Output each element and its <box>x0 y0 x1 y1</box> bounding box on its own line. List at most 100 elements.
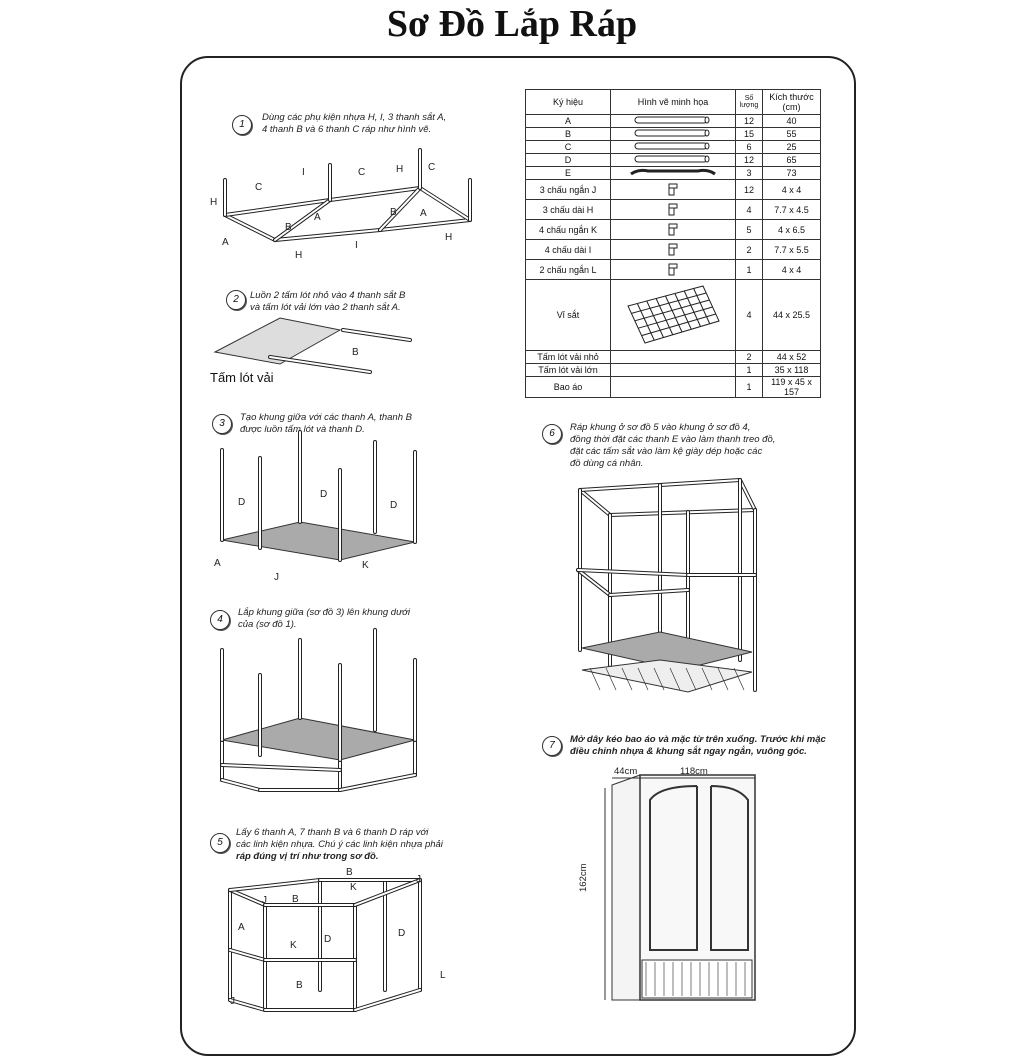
rod <box>579 489 611 516</box>
part-label: A <box>314 212 321 223</box>
rod <box>342 329 411 341</box>
part-label: J <box>416 874 421 885</box>
part-label: A <box>222 237 229 248</box>
wire-grid-line <box>685 667 697 691</box>
part-label: C <box>358 167 365 178</box>
step-2-line: và tấm lót vải lớn vào 2 thanh sắt A. <box>250 302 401 313</box>
step-5-number: 5 <box>210 833 230 853</box>
step-4-line: của (sơ đồ 1). <box>238 619 297 630</box>
step-3-text: Tạo khung giữa với các thanh A, thanh B … <box>240 412 412 436</box>
step-4-text: Lắp khung giữa (sơ đồ 3) lên khung dưới … <box>238 607 410 631</box>
wire-grid-line <box>701 667 713 691</box>
part-label: H <box>295 250 302 261</box>
wire-grid-icon <box>610 279 736 351</box>
part-label: B <box>346 867 353 878</box>
step-4-number: 4 <box>210 610 230 630</box>
part-label: A <box>214 558 221 569</box>
step-6-number: 6 <box>542 424 562 444</box>
rod <box>577 569 689 576</box>
rod-icon <box>610 114 736 128</box>
wire-grid-line <box>669 667 681 691</box>
step-2-text: Luồn 2 tấm lót nhỏ vào 4 thanh sắt B và … <box>250 290 405 314</box>
rod <box>224 214 276 241</box>
parts-table: Ký hiệu Hình vẽ minh họa Số lượng Kích t… <box>525 89 821 398</box>
step-7-line: điều chỉnh nhựa & khung sắt ngay ngắn, v… <box>570 746 807 757</box>
zipper-left <box>649 785 698 951</box>
part-label: A <box>238 922 245 933</box>
step-5-line: Lấy 6 thanh A, 7 thanh B và 6 thanh D rá… <box>236 827 429 838</box>
part-label: D <box>390 500 397 511</box>
part-label: B <box>390 207 397 218</box>
part-label: K <box>350 882 357 893</box>
fabric-shelf <box>221 717 416 761</box>
zipper-right <box>710 785 749 951</box>
part-label: C <box>428 162 435 173</box>
fabric-shelf <box>221 521 416 561</box>
part-label: H <box>396 164 403 175</box>
rod <box>609 509 756 516</box>
bottom-shelf <box>641 959 753 999</box>
rod <box>329 187 421 201</box>
fabric-sheet <box>213 317 342 365</box>
step-6-line: đồ dùng cá nhân. <box>570 458 644 469</box>
rod <box>739 479 756 511</box>
part-label: K <box>290 940 297 951</box>
step-2-number: 2 <box>226 290 246 310</box>
wire-grid-line <box>733 667 745 691</box>
rod <box>221 779 261 791</box>
rod <box>229 889 266 906</box>
rod <box>221 764 341 771</box>
wire-grid-line <box>605 667 617 691</box>
dim-width: 118cm <box>680 766 708 777</box>
step-5-line: ráp đúng vị trí như trong sơ đồ. <box>236 851 379 862</box>
header-size: Kích thước (cm) <box>762 89 821 115</box>
wire-grid-line <box>653 667 665 691</box>
step-5-line: các linh kiện nhựa. Chú ý các linh kiện … <box>236 839 443 850</box>
rod <box>229 999 266 1011</box>
rod <box>354 879 421 906</box>
step-1-line: Dùng các phụ kiện nhựa H, I, 3 thanh sắt… <box>262 112 447 123</box>
rod <box>229 879 321 891</box>
wire-grid-line <box>637 667 649 691</box>
rod <box>269 356 371 373</box>
step-7-text: Mở dây kéo bao áo và mặc từ trên xuống. … <box>570 734 826 758</box>
step-1-text: Dùng các phụ kiện nhựa H, I, 3 thanh sắt… <box>262 112 446 136</box>
step-5-text: Lấy 6 thanh A, 7 thanh B và 6 thanh D rá… <box>236 827 443 863</box>
step-2-line: Luồn 2 tấm lót nhỏ vào 4 thanh sắt B <box>250 290 406 301</box>
part-label: C <box>255 182 262 193</box>
dim-depth: 44cm <box>614 766 638 777</box>
part-label: D <box>398 928 405 939</box>
part-label: I <box>302 167 305 178</box>
part-label: B <box>285 222 292 233</box>
rod <box>274 229 381 241</box>
part-label: D <box>324 934 331 945</box>
rod <box>577 569 611 596</box>
rod <box>224 199 331 216</box>
rod <box>379 219 471 231</box>
step-3-number: 3 <box>212 414 232 434</box>
header-qty: Số lượng <box>735 89 763 115</box>
step-3-line: Tạo khung giữa với các thanh A, thanh B <box>240 412 412 423</box>
rod <box>379 187 421 231</box>
part-label: L <box>440 970 446 981</box>
part-label: D <box>320 489 327 500</box>
wire-grid-line <box>717 667 729 691</box>
part-label: A <box>420 208 427 219</box>
cell-qty: 1 <box>735 376 763 398</box>
rod <box>229 949 266 961</box>
step-1-number: 1 <box>232 115 252 135</box>
step-6-line: đặt các tấm sắt vào làm kệ giày dép hoặc… <box>570 446 763 457</box>
step-6-line: Ráp khung ở sơ đồ 5 vào khung ở sơ đồ 4, <box>570 422 751 433</box>
wire-grid-line <box>621 667 633 691</box>
rod <box>354 989 421 1011</box>
fabric-caption: Tấm lót vải <box>210 370 274 385</box>
step-6-line: đồng thời đặt các thanh E vào làm thanh … <box>570 434 776 445</box>
part-label: D <box>238 497 245 508</box>
part-label: B <box>352 347 359 358</box>
